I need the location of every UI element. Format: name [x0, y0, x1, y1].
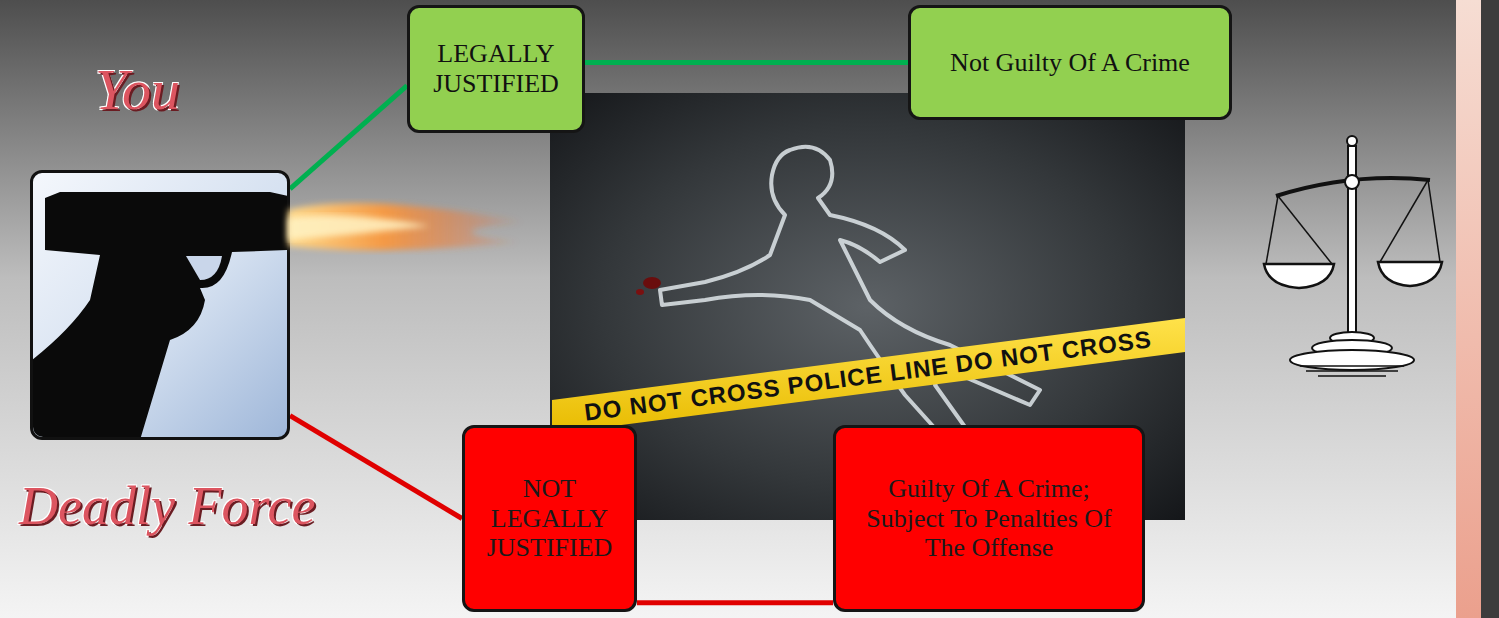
scale-chain [1428, 180, 1440, 262]
result-box: Guilty Of A Crime; Subject To Penalties … [833, 425, 1145, 612]
script-caption: Deadly Force [19, 479, 315, 533]
chalk-outline [660, 147, 1040, 465]
side-border [1481, 0, 1499, 618]
flash-outer [288, 203, 525, 250]
box-text: LEGALLY JUSTIFIED [420, 39, 572, 99]
scale-hatch [1300, 365, 1404, 367]
connector-line [290, 86, 407, 189]
box-text: NOT LEGALLY JUSTIFIED [473, 474, 626, 564]
outcome-box: NOT LEGALLY JUSTIFIED [462, 425, 637, 612]
trigger-guard [186, 256, 222, 280]
flash-core [288, 215, 430, 240]
outcome-box: LEGALLY JUSTIFIED [407, 5, 585, 133]
script-caption: You [95, 61, 180, 119]
connector-line [290, 416, 462, 519]
scale-chain [1380, 180, 1428, 262]
scale-finial [1347, 136, 1357, 146]
blood-spot [643, 277, 661, 289]
scale-pan [1264, 264, 1334, 288]
scale-pivot [1345, 175, 1359, 189]
connector-line [637, 600, 833, 605]
gun-box: YouDeadly Force [30, 170, 290, 440]
connector-line [585, 60, 908, 65]
muzzle-flash [288, 203, 525, 250]
gun-hand [33, 192, 287, 437]
scale-base [1290, 350, 1414, 370]
scale-hatch [1306, 370, 1398, 372]
side-strip [1456, 0, 1481, 618]
box-text: Not Guilty Of A Crime [950, 48, 1190, 78]
scales-of-justice [1264, 136, 1442, 376]
box-text: Guilty Of A Crime; Subject To Penalties … [866, 474, 1112, 564]
scale-chain [1278, 196, 1332, 264]
tape-text: DO NOT CROSS POLICE LINE DO NOT CROSS [583, 327, 1153, 424]
scale-hatch [1318, 375, 1386, 377]
gun-silhouette [33, 192, 287, 437]
scale-pan [1378, 262, 1442, 286]
police-tape [552, 318, 1185, 434]
result-box: Not Guilty Of A Crime [908, 5, 1232, 120]
scale-chain [1266, 196, 1278, 264]
blood-spot [636, 289, 644, 295]
